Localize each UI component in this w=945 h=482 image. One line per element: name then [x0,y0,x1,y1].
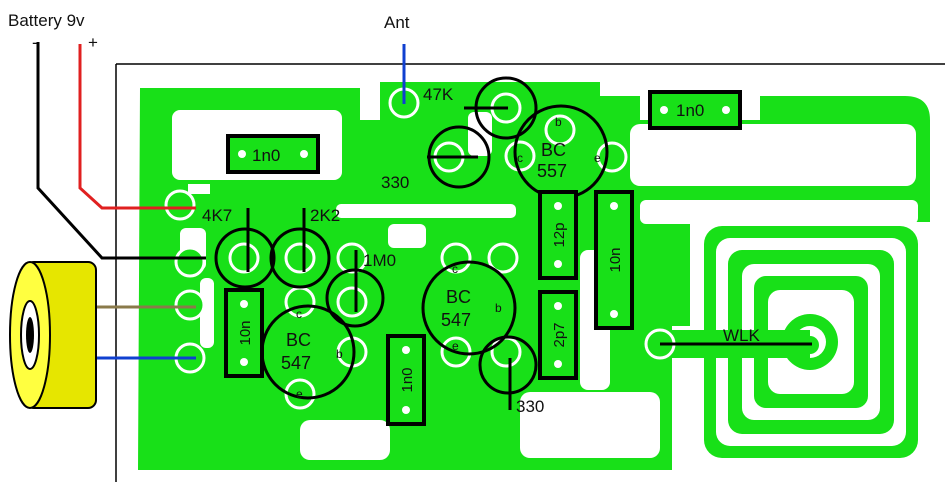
q-mid-pin-e: e [452,339,459,353]
c-2p7-label: 2p7 [551,322,568,347]
c-10n-right-box [594,190,634,330]
r-330-bottom-label: 330 [516,397,544,416]
q-top-pin-b: b [555,115,562,129]
battery-label: Battery 9v [8,11,85,30]
c-12p-label: 12p [551,222,568,247]
r-2k2-body [269,227,331,289]
r-1m0-label: 1M0 [363,251,396,270]
external-wires [36,42,406,360]
coil-label: WLK [723,326,761,345]
antenna-label: Ant [384,13,410,32]
q-mid-pin-c: c [452,262,458,276]
q-top-number: 557 [537,161,567,181]
q-left-pin-e: e [296,387,303,401]
r-4k7-body [214,227,276,289]
q-left-pin-c: c [296,307,302,321]
q-top-pin-c: c [517,151,523,165]
q-left-number: 547 [281,353,311,373]
r-2k2-label: 2K2 [310,206,340,225]
q-top-name: BC [541,140,566,160]
c-1n0-bottom-label: 1n0 [399,367,416,392]
q-mid-name: BC [446,287,471,307]
c-10n-right-label: 10n [607,247,624,272]
battery-minus-label: - [32,33,38,52]
negative-wire [36,42,206,260]
r-330-top-label: 330 [381,173,409,192]
c-1n0-left-label: 1n0 [252,146,280,165]
r-330-bottom-body [478,335,538,395]
positive-wire [78,44,196,210]
battery-plus-label: + [88,33,98,52]
c-1n0-top-right-label: 1n0 [676,101,704,120]
r-4k7-label: 4K7 [202,206,232,225]
q-left-pin-b: b [336,347,343,361]
capacitor-pad-dots [238,106,730,414]
q-mid-body [421,260,517,356]
q-top-pin-e: e [594,151,601,165]
q-mid-number: 547 [441,310,471,330]
earpiece-icon [9,261,97,409]
c-10n-left-label: 10n [237,320,254,345]
resistor-leads [246,106,512,410]
q-left-name: BC [286,330,311,350]
r-47k-label: 47K [423,85,454,104]
q-mid-pin-b: b [495,301,502,315]
